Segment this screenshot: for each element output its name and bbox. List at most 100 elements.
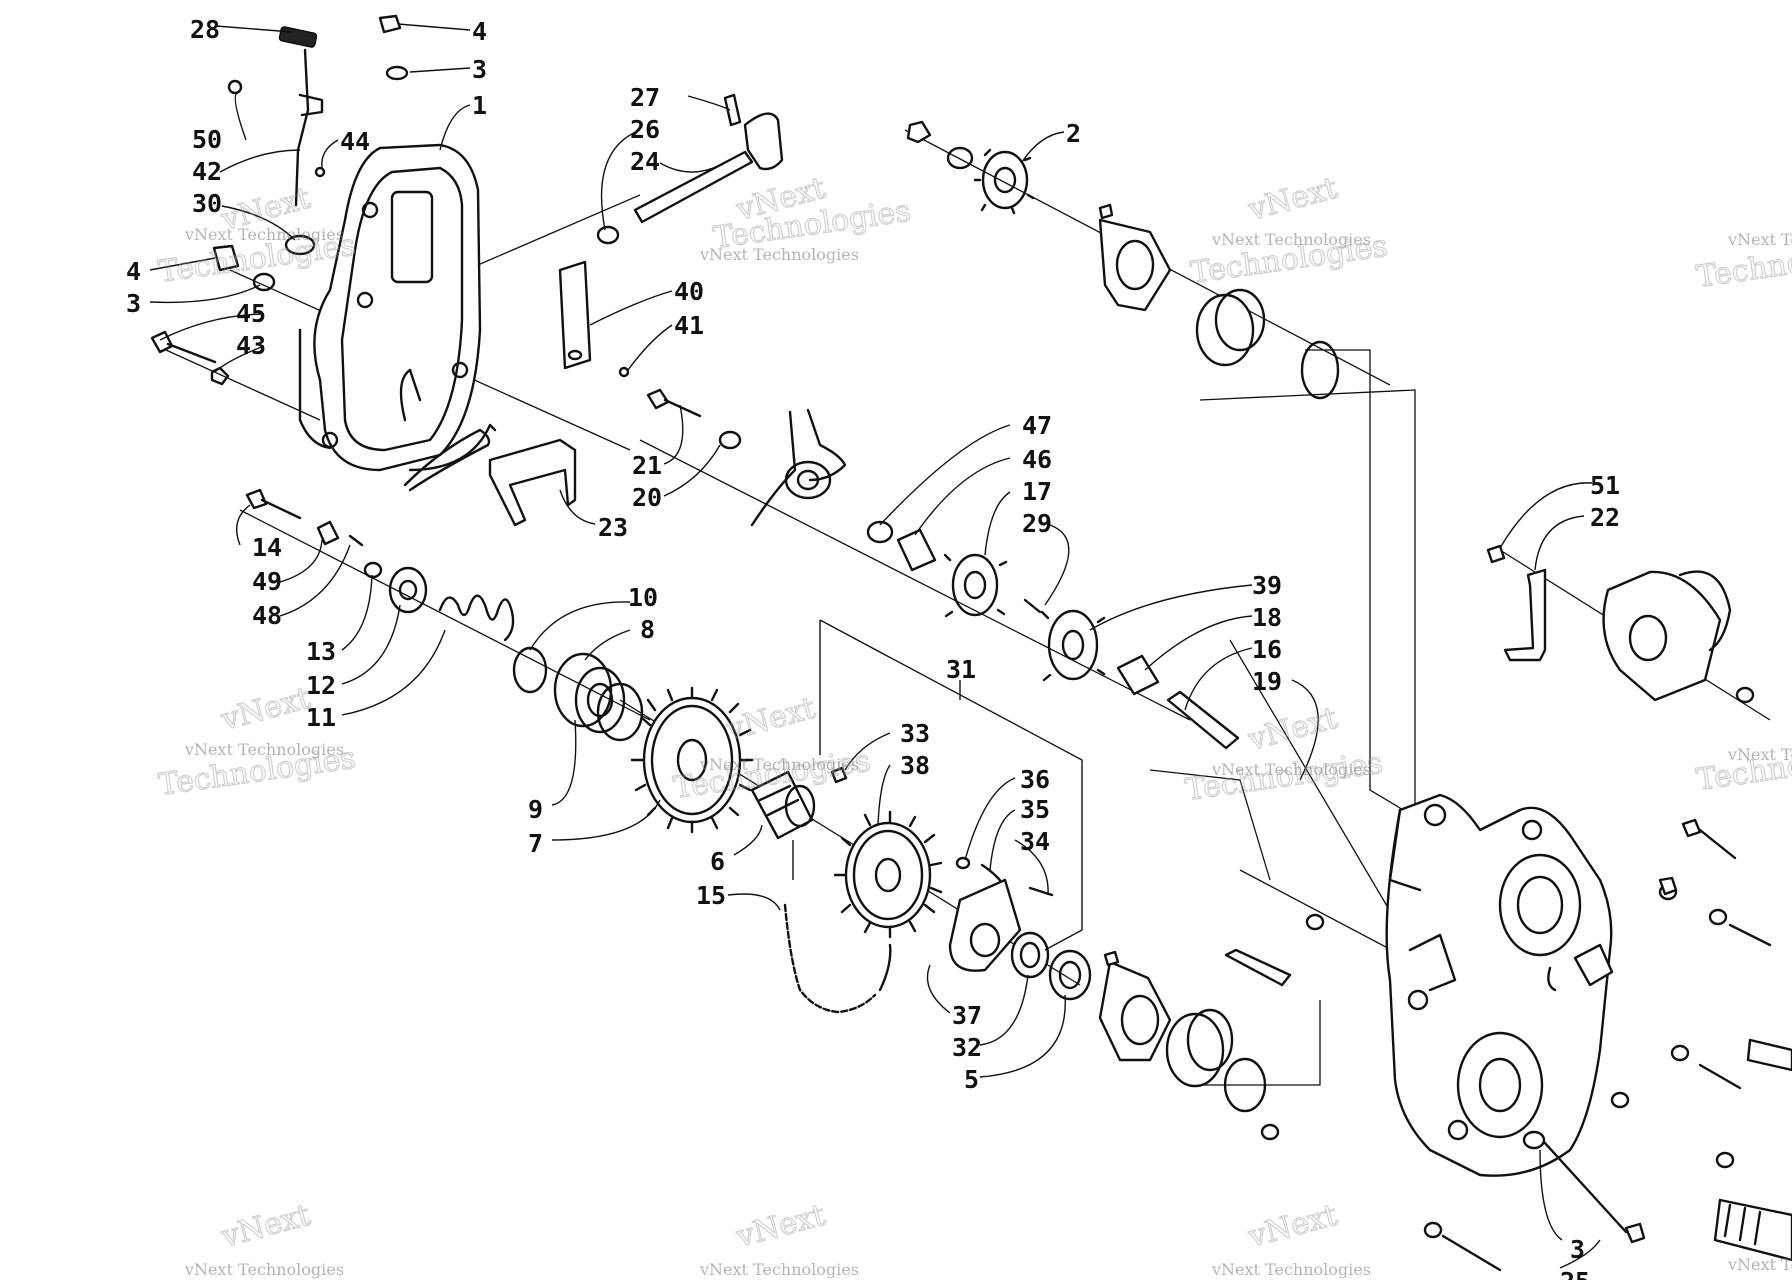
callout-19: 19 (1252, 667, 1282, 696)
callout-10: 10 (628, 583, 658, 612)
callout-36: 36 (1020, 765, 1050, 794)
leader-lines (149, 23, 1601, 1269)
watermark-far-right-top: vNext Technologies Technologies (1694, 230, 1792, 296)
callout-39: 39 (1252, 571, 1282, 600)
callout-38: 38 (900, 751, 930, 780)
svg-text:vNext Technologies: vNext Technologies (1211, 760, 1371, 779)
pinion-gear (750, 770, 816, 840)
svg-text:vNext: vNext (722, 691, 819, 748)
output-shafts (1713, 1038, 1792, 1262)
svg-text:vNext: vNext (732, 1198, 829, 1255)
callout-6: 6 (710, 847, 725, 876)
callout-43: 43 (236, 331, 266, 360)
callout-23: 23 (598, 513, 628, 542)
callout-17: 17 (1022, 477, 1052, 506)
watermark-bottom-left: vNext vNext Technologies (184, 1197, 344, 1279)
shift-fork-group (948, 856, 1092, 1001)
gear-case-half (1385, 793, 1614, 1177)
svg-text:vNext: vNext (1244, 1198, 1341, 1255)
callout-49: 49 (252, 567, 282, 596)
lower-bearing-group (1098, 950, 1267, 1113)
watermark-far-right-mid: vNext Technologies Technologies (1694, 735, 1792, 798)
part-drawings (150, 14, 1792, 1272)
lower-shaft-components (1040, 609, 1240, 750)
chain-tensioner-bolt (646, 388, 847, 527)
callout-12: 12 (306, 671, 336, 700)
callout-labels: 28 4 3 1 27 26 24 2 50 44 42 30 4 3 45 4… (126, 15, 1620, 1280)
callout-20: 20 (632, 483, 662, 512)
callout-5: 5 (964, 1065, 979, 1094)
callout-3: 3 (1570, 1235, 1585, 1264)
callout-13: 13 (306, 637, 336, 666)
svg-text:vNext: vNext (1244, 171, 1341, 228)
callout-25: 25 (1560, 1267, 1590, 1280)
callout-4: 4 (472, 17, 487, 46)
callout-32: 32 (952, 1033, 982, 1062)
svg-text:vNext: vNext (217, 1198, 314, 1255)
svg-text:vNext Technologies: vNext Technologies (1211, 230, 1371, 249)
upper-drive-sprocket (906, 120, 1035, 215)
svg-text:vNext: vNext (217, 681, 314, 738)
callout-2: 2 (1066, 119, 1081, 148)
drain-plug-top (378, 14, 409, 81)
callout-40: 40 (674, 277, 704, 306)
callout-15: 15 (696, 881, 726, 910)
callout-16: 16 (1252, 635, 1282, 664)
callout-29: 29 (1022, 509, 1052, 538)
dipstick-assembly (227, 26, 326, 256)
watermark-top-left: vNext vNext Technologies Technologies (156, 180, 359, 290)
svg-text:vNext Technologies: vNext Technologies (184, 1260, 344, 1279)
callout-51: 51 (1590, 471, 1620, 500)
callout-44: 44 (340, 127, 370, 156)
callout-31: 31 (946, 655, 976, 684)
callout-26: 26 (630, 115, 660, 144)
svg-text:vNext Technologies: vNext Technologies (699, 1260, 859, 1279)
callout-21: 21 (632, 451, 662, 480)
watermark-top-right: vNext vNext Technologies Technologies (1188, 170, 1391, 291)
case-bolts (1224, 818, 1772, 1272)
callout-28: 28 (190, 15, 220, 44)
callout-18: 18 (1252, 603, 1282, 632)
callout-30: 30 (192, 189, 222, 218)
callout-24: 24 (630, 147, 660, 176)
callout-11: 11 (306, 703, 336, 732)
upper-shaft-components (866, 520, 1042, 618)
svg-text:vNext Technologies: vNext Technologies (1211, 1260, 1371, 1279)
callout-45: 45 (236, 299, 266, 328)
callout-33: 33 (900, 719, 930, 748)
svg-text:vNext Technologies: vNext Technologies (699, 245, 859, 264)
svg-text:Technologies: Technologies (1183, 746, 1384, 808)
thrust-bearing-set (553, 652, 644, 742)
callout-4: 4 (126, 257, 141, 286)
callout-47: 47 (1022, 411, 1052, 440)
callout-3: 3 (472, 55, 487, 84)
callout-34: 34 (1020, 827, 1050, 856)
callout-8: 8 (640, 615, 655, 644)
callout-27: 27 (630, 83, 660, 112)
svg-text:vNext Technologies: vNext Technologies (1727, 1255, 1792, 1274)
svg-text:vNext Technologies: vNext Technologies (1727, 745, 1792, 764)
watermark-bottom-right: vNext vNext Technologies (1211, 1197, 1371, 1279)
callout-7: 7 (528, 829, 543, 858)
upper-bearing-group (1098, 203, 1340, 400)
inspection-plate (558, 260, 630, 378)
callout-41: 41 (674, 311, 704, 340)
assembly-axes (154, 129, 1771, 1086)
watermark-top-center: vNext vNext Technologies Technologies (699, 170, 913, 264)
spring-clutch-adjuster (245, 488, 548, 694)
callout-48: 48 (252, 601, 282, 630)
callout-14: 14 (252, 533, 282, 562)
callout-3: 3 (126, 289, 141, 318)
shift-shaft (596, 93, 784, 245)
svg-text:vNext: vNext (1244, 701, 1341, 758)
watermark-bottom-center: vNext vNext Technologies (699, 1197, 859, 1279)
callout-42: 42 (192, 157, 222, 186)
gear-case-cover (298, 143, 497, 472)
svg-text:vNext Technologies: vNext Technologies (699, 755, 859, 774)
callout-1: 1 (472, 91, 487, 120)
callout-9: 9 (528, 795, 543, 824)
watermark-mid-right: vNext vNext Technologies Technologies (1183, 700, 1386, 808)
reverse-gear (830, 766, 943, 939)
shift-bracket (403, 428, 577, 527)
